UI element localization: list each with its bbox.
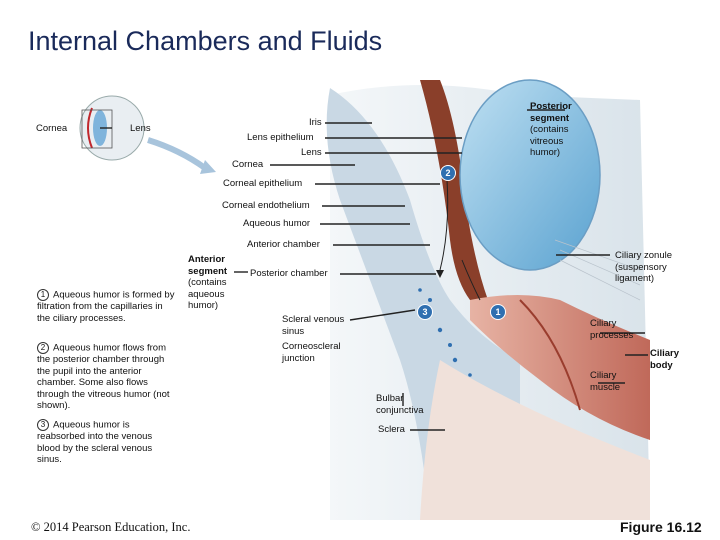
step-1-number: 1 [37,289,49,301]
label-ciliary-zonule: Ciliary zonule (suspensory ligament) [615,250,673,284]
badge-step-1: 1 [490,304,506,320]
badge-step-3: 3 [417,304,433,320]
label-lens-inset: Lens [130,123,151,134]
label-anterior-chamber: Anterior chamber [247,239,320,250]
label-bulbar-conjunctiva: Bulbar conjunctiva [376,393,424,416]
eye-inset-icon [79,95,216,174]
step-3-number: 3 [37,419,49,431]
label-aqueous-humor: Aqueous humor [243,218,311,229]
label-anterior-segment: Anterior segment (contains aqueous humor… [188,254,228,311]
label-posterior-segment: Posterior segment (contains vitreous hum… [530,101,572,158]
label-lens: Lens [301,147,322,158]
label-iris: Iris [309,117,322,128]
page-title: Internal Chambers and Fluids [28,26,383,56]
badge-step-2: 2 [440,165,456,181]
label-corneoscleral-junction: Corneoscleral junction [282,341,341,364]
label-corneal-epithelium: Corneal epithelium [223,178,303,189]
step-2-number: 2 [37,342,49,354]
label-corneal-endothelium: Corneal endothelium [222,200,310,211]
label-scleral-venous-sinus: Scleral venous sinus [282,314,345,337]
label-cornea-inset: Cornea [36,123,68,134]
copyright: © 2014 Pearson Education, Inc. [31,520,191,534]
label-lens-epithelium: Lens epithelium [247,132,314,143]
label-ciliary-muscle: Ciliary muscle [590,370,621,393]
label-sclera: Sclera [378,424,405,435]
figure-label: Figure 16.12 [620,519,702,535]
label-posterior-chamber: Posterior chamber [250,268,328,279]
label-ciliary-processes: Ciliary processes [590,318,634,341]
label-ciliary-body: Ciliary body [650,348,680,371]
label-cornea: Cornea [232,159,264,170]
